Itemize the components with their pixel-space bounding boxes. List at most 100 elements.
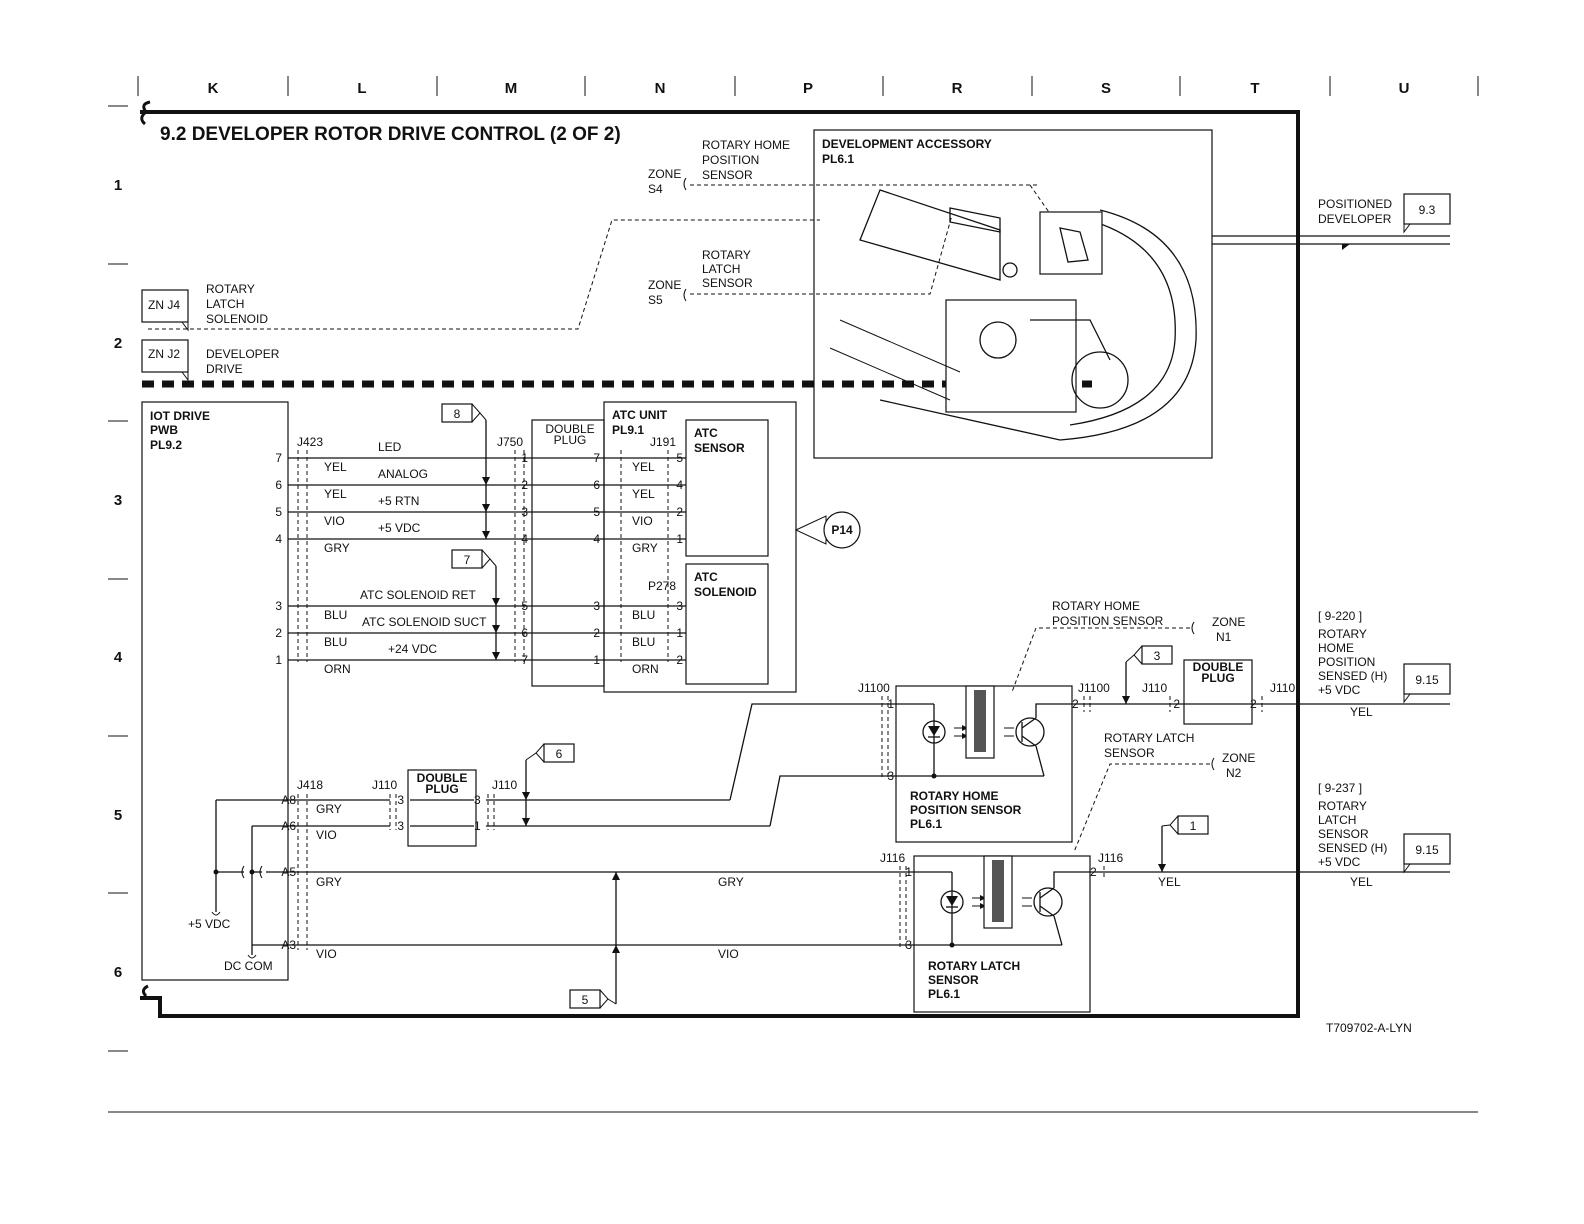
svg-text:2: 2 bbox=[521, 478, 528, 492]
svg-text:J110: J110 bbox=[372, 778, 397, 792]
svg-text:ORN: ORN bbox=[324, 662, 351, 676]
grid-rows: 1 2 3 4 5 6 bbox=[108, 105, 128, 1052]
col-label: R bbox=[952, 80, 963, 97]
svg-text:5: 5 bbox=[593, 505, 600, 519]
svg-text:SENSOR: SENSOR bbox=[1318, 827, 1369, 841]
svg-text:ROTARY LATCH: ROTARY LATCH bbox=[1104, 731, 1194, 745]
svg-text:HOME: HOME bbox=[1318, 641, 1354, 655]
pin: 3 bbox=[397, 819, 404, 833]
j418-wiring: +5 VDC DC COM A8 A6 A5 A3 A8 GRY VIO J11… bbox=[188, 703, 914, 1009]
svg-text:J418: J418 bbox=[297, 778, 323, 792]
svg-text:SENSOR: SENSOR bbox=[694, 441, 745, 455]
sheet-ref: 9.3 bbox=[1419, 203, 1436, 217]
rotary-home-position-sensor: ROTARY HOME POSITION SENSOR ZONE N1 J110… bbox=[858, 599, 1451, 843]
svg-text:LATCH: LATCH bbox=[206, 297, 244, 311]
j423-upper-wires: 7 6 5 4 LED ANALOG +5 RTN +5 VDC YEL YEL… bbox=[275, 403, 604, 555]
svg-text:2: 2 bbox=[676, 653, 683, 667]
svg-text:S4: S4 bbox=[648, 182, 663, 196]
grid-header: K L M N P R S T U bbox=[137, 76, 1479, 97]
svg-text:4: 4 bbox=[593, 532, 600, 546]
svg-text:YEL: YEL bbox=[324, 487, 347, 501]
col-label: P bbox=[803, 80, 813, 97]
top-labels: ROTARY HOME POSITION SENSOR ZONE S4 ROTA… bbox=[141, 138, 1092, 388]
svg-text:[ 9-220 ]: [ 9-220 ] bbox=[1318, 609, 1362, 623]
svg-text:ZONE: ZONE bbox=[1222, 751, 1255, 765]
svg-text:GRY: GRY bbox=[718, 875, 744, 889]
svg-text:LED: LED bbox=[378, 440, 402, 454]
svg-text:ATC SOLENOID SUCT: ATC SOLENOID SUCT bbox=[362, 615, 487, 629]
pin: 1 bbox=[474, 819, 481, 833]
col-label: U bbox=[1399, 80, 1410, 97]
svg-text:YEL: YEL bbox=[1350, 875, 1373, 889]
svg-text:3: 3 bbox=[887, 769, 894, 783]
svg-text:1: 1 bbox=[887, 697, 894, 711]
svg-text:PLUG: PLUG bbox=[554, 433, 587, 447]
col-label: S bbox=[1101, 80, 1111, 97]
svg-text:VIO: VIO bbox=[316, 947, 337, 961]
svg-text:POSITION SENSOR: POSITION SENSOR bbox=[1052, 614, 1164, 628]
col-label: T bbox=[1250, 80, 1259, 97]
pin: 3 bbox=[397, 793, 404, 807]
col-label: N bbox=[655, 80, 666, 97]
svg-text:2: 2 bbox=[593, 626, 600, 640]
svg-text:J750: J750 bbox=[497, 435, 523, 449]
svg-text:GRY: GRY bbox=[632, 541, 658, 555]
callout: 1 bbox=[1190, 819, 1197, 833]
svg-text:SENSED (H): SENSED (H) bbox=[1318, 841, 1387, 855]
svg-text:2: 2 bbox=[275, 626, 282, 640]
svg-text:YEL: YEL bbox=[632, 460, 655, 474]
svg-text:ROTARY: ROTARY bbox=[1318, 799, 1367, 813]
svg-text:3: 3 bbox=[521, 505, 528, 519]
svg-text:1: 1 bbox=[676, 532, 683, 546]
svg-text:YEL: YEL bbox=[324, 460, 347, 474]
svg-text:1: 1 bbox=[676, 626, 683, 640]
zone-ref: ZN J4 bbox=[148, 298, 180, 312]
svg-text:1: 1 bbox=[593, 653, 600, 667]
pin: 3 bbox=[474, 793, 481, 807]
row-label: 1 bbox=[114, 177, 122, 194]
svg-text:POSITION: POSITION bbox=[702, 153, 759, 167]
svg-text:BLU: BLU bbox=[632, 608, 655, 622]
row-label: 5 bbox=[114, 807, 122, 824]
svg-text:PLUG: PLUG bbox=[425, 782, 458, 796]
development-accessory: DEVELOPMENT ACCESSORY PL6.1 bbox=[813, 129, 1213, 459]
svg-text:GRY: GRY bbox=[324, 541, 350, 555]
svg-text:1: 1 bbox=[521, 451, 528, 465]
svg-text:+5 VDC: +5 VDC bbox=[188, 917, 231, 931]
atc-double-plug: DOUBLE PLUG 1 2 3 4 5 6 7 7 6 5 4 3 2 1 bbox=[521, 419, 605, 687]
svg-text:LATCH: LATCH bbox=[702, 262, 740, 276]
svg-text:ROTARY HOME: ROTARY HOME bbox=[702, 138, 790, 152]
svg-text:PWB: PWB bbox=[150, 423, 178, 437]
sheet-ref: 9.15 bbox=[1415, 843, 1439, 857]
svg-text:POSITION SENSOR: POSITION SENSOR bbox=[910, 803, 1022, 817]
rotary-latch-sensor: ROTARY LATCH SENSOR ZONE N2 J116 1 3 2 R… bbox=[880, 731, 1451, 1013]
figure-id: T709702-A-LYN bbox=[1326, 1021, 1412, 1035]
svg-text:VIO: VIO bbox=[316, 828, 337, 842]
pin: 2 bbox=[1250, 697, 1257, 711]
svg-text:N1: N1 bbox=[1216, 630, 1232, 644]
svg-text:J116: J116 bbox=[1098, 851, 1123, 865]
svg-text:POSITION: POSITION bbox=[1318, 655, 1375, 669]
svg-text:7: 7 bbox=[521, 653, 528, 667]
svg-text:ROTARY: ROTARY bbox=[206, 282, 255, 296]
svg-text:+5 RTN: +5 RTN bbox=[378, 494, 419, 508]
svg-text:ROTARY HOME: ROTARY HOME bbox=[910, 789, 998, 803]
svg-text:IOT DRIVE: IOT DRIVE bbox=[150, 409, 210, 423]
svg-text:ATC: ATC bbox=[694, 570, 718, 584]
svg-text:DEVELOPER: DEVELOPER bbox=[206, 347, 280, 361]
callout: P14 bbox=[831, 523, 853, 537]
svg-text:1: 1 bbox=[275, 653, 282, 667]
svg-text:7: 7 bbox=[275, 451, 282, 465]
svg-text:ROTARY: ROTARY bbox=[702, 248, 751, 262]
svg-text:J110: J110 bbox=[1142, 681, 1167, 695]
svg-text:YEL: YEL bbox=[632, 487, 655, 501]
svg-text:ATC UNIT: ATC UNIT bbox=[612, 408, 668, 422]
svg-text:LATCH: LATCH bbox=[1318, 813, 1356, 827]
svg-text:3: 3 bbox=[593, 599, 600, 613]
svg-text:J1100: J1100 bbox=[858, 681, 890, 695]
svg-text:SENSOR: SENSOR bbox=[702, 276, 753, 290]
svg-text:PLUG: PLUG bbox=[1201, 671, 1234, 685]
row-label: 2 bbox=[114, 335, 122, 352]
svg-text:VIO: VIO bbox=[324, 514, 345, 528]
